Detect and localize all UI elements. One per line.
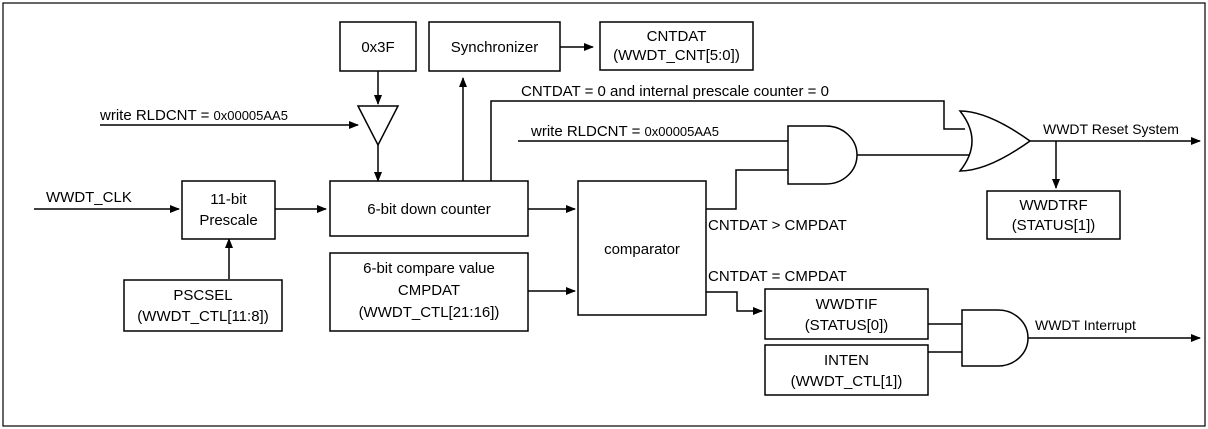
pscsel-line2: (WWDT_CTL[11:8])	[137, 308, 268, 325]
prescale-line1: 11-bit	[210, 191, 247, 208]
or-gate	[958, 110, 1032, 172]
wires	[34, 43, 1201, 353]
hex-3f-label: 0x3F	[361, 39, 394, 56]
cnt-zero-label: CNTDAT = 0 and internal prescale counter…	[521, 83, 829, 100]
cnt-eq-label: CNTDAT = CMPDAT	[708, 268, 847, 285]
cntdat-box	[599, 21, 754, 71]
buffer-triangle	[356, 105, 400, 147]
synchronizer-box	[428, 21, 561, 72]
wwdtrf-line2: (STATUS[1])	[1012, 217, 1096, 234]
prescale-box	[181, 180, 276, 240]
wwdt-clk-label: WWDT_CLK	[46, 189, 132, 206]
wwdtrf-box	[986, 190, 1121, 240]
wwdtif-box	[764, 288, 929, 340]
pscsel-box	[123, 279, 283, 332]
inten-box	[764, 344, 929, 396]
cntdat-title: CNTDAT	[647, 28, 707, 45]
pscsel-line1: PSCSEL	[173, 287, 232, 304]
write-rldcnt-label-1: write RLDCNT = 0x00005AA5	[99, 107, 288, 124]
wire-cnt-gt	[706, 169, 788, 210]
write-rldcnt-label-2: write RLDCNT = 0x00005AA5	[530, 123, 719, 140]
comparator-label: comparator	[604, 241, 680, 258]
inten-line1: INTEN	[824, 352, 869, 369]
down-counter-label: 6-bit down counter	[367, 201, 490, 218]
down-counter-box	[329, 180, 529, 237]
wwdtif-line2: (STATUS[0])	[805, 317, 889, 334]
hex-3f-box	[339, 21, 417, 72]
reset-out-label: WWDT Reset System	[1043, 121, 1179, 137]
cnt-gt-label: CNTDAT > CMPDAT	[708, 217, 847, 234]
interrupt-out-label: WWDT Interrupt	[1035, 317, 1136, 333]
synchronizer-label: Synchronizer	[451, 39, 539, 56]
compare-value-line2: CMPDAT	[398, 282, 460, 299]
cntdat-sub: (WWDT_CNT[5:0])	[613, 47, 740, 64]
and-gate-interrupt	[961, 309, 1029, 367]
wire-cnt-eq	[706, 291, 763, 315]
inten-line2: (WWDT_CTL[1])	[791, 373, 903, 390]
comparator-box	[577, 180, 707, 316]
compare-value-line1: 6-bit compare value	[363, 260, 495, 277]
wire-cnt-zero	[490, 100, 965, 181]
wwdtif-line1: WWDTIF	[816, 296, 878, 313]
compare-value-box	[329, 252, 529, 332]
and-gate-reset	[787, 125, 858, 185]
wwdtrf-line1: WWDTRF	[1019, 197, 1087, 214]
prescale-line2: Prescale	[199, 212, 257, 229]
compare-value-line3: (WWDT_CTL[21:16])	[359, 304, 500, 321]
